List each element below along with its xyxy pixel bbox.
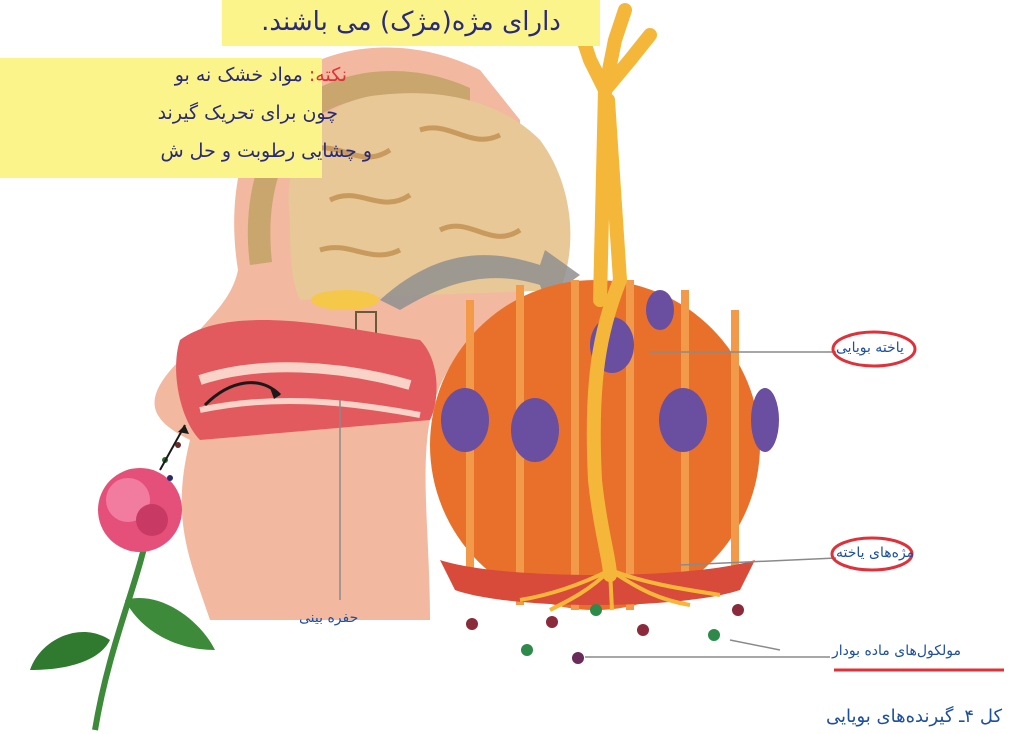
headline-text: دارای مژه(مژک) می باشند. <box>222 0 600 46</box>
cell-nucleus <box>751 388 779 452</box>
note-line-1-text: مواد خشک نه بو <box>175 64 303 86</box>
note-line-1: نکته: مواد خشک نه بو <box>175 64 347 86</box>
odor-molecule <box>546 616 558 628</box>
note-line-3: و چشایی رطوبت و حل ش <box>160 140 372 162</box>
cell-nucleus <box>659 388 707 452</box>
odor-molecule <box>637 624 649 636</box>
odor-molecule <box>590 604 602 616</box>
note-box: نکته: مواد خشک نه بو چون برای تحریک گیرن… <box>0 58 322 178</box>
cell-nucleus <box>511 398 559 462</box>
label-odor-molecules: مولکول‌های ماده بودار <box>832 643 961 659</box>
leaf-right <box>125 598 215 650</box>
leaf-left <box>30 632 110 670</box>
odor-molecule <box>572 652 584 664</box>
olfactory-bulb <box>311 290 379 310</box>
figure-caption: کل ۴ـ گیرنده‌های بویایی <box>826 706 1002 727</box>
odor-molecule <box>708 629 720 641</box>
label-nasal-cavity: حفره بینی <box>299 610 358 626</box>
odor-molecule <box>521 644 533 656</box>
label-cell-cilia: مژه‌های یاخته <box>836 545 914 561</box>
odor-molecule <box>466 618 478 630</box>
cell-nucleus <box>441 388 489 452</box>
label-olfactory-cell: یاخته بویایی <box>836 340 904 356</box>
note-keyword: نکته: <box>309 64 347 86</box>
note-line-2: چون برای تحریک گیرند <box>158 102 338 124</box>
odor-molecule <box>732 604 744 616</box>
